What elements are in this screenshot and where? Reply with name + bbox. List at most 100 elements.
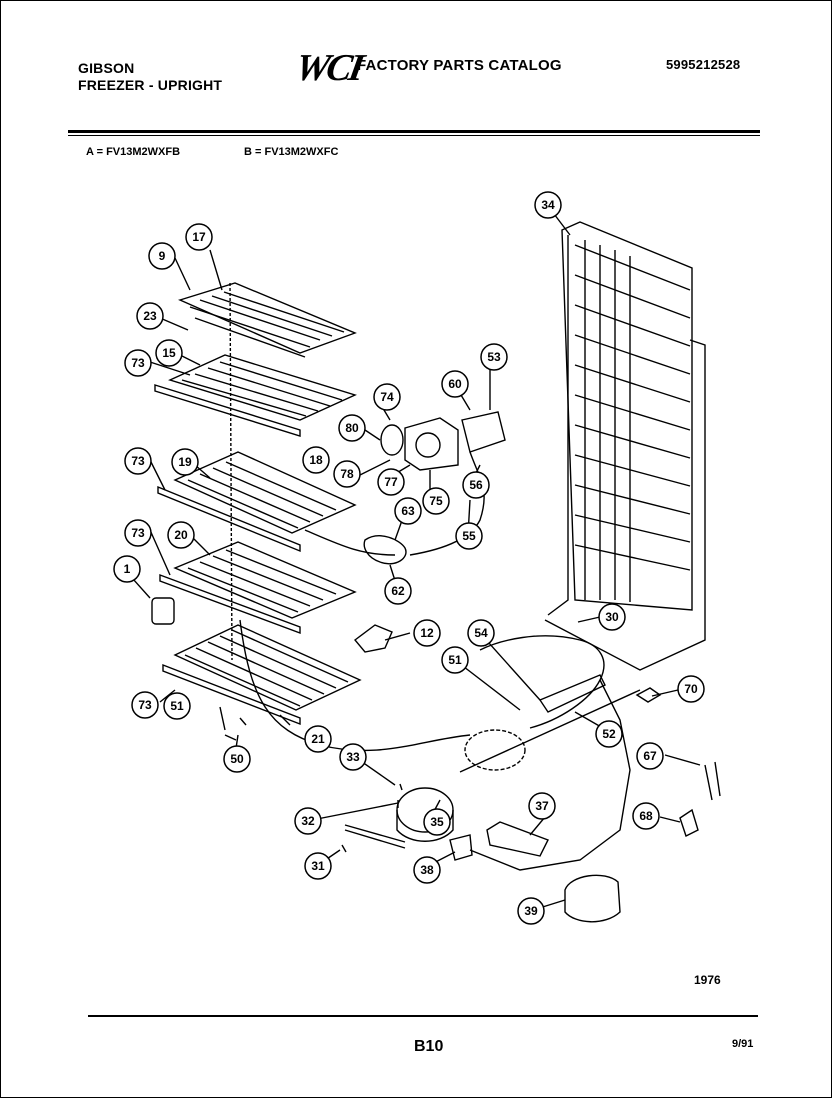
callout-15 (155, 339, 183, 367)
part-70 (635, 687, 662, 703)
product-type-label: FREEZER - UPRIGHT (78, 77, 223, 93)
callout-60 (441, 370, 469, 398)
callout-label-73a: 73 (131, 356, 145, 370)
callout-73c (124, 519, 152, 547)
parts-32-33 (397, 783, 403, 808)
callout-39 (517, 897, 545, 925)
catalog-title: FACTORY PARTS CATALOG (357, 57, 562, 74)
part-38 (449, 834, 473, 861)
callout-17 (185, 223, 213, 251)
callout-label-1: 1 (124, 562, 131, 576)
callout-label-70: 70 (684, 682, 698, 696)
shelf-connector-tube (229, 282, 233, 661)
callout-label-73b: 73 (131, 454, 145, 468)
callout-label-20: 20 (174, 528, 188, 542)
callout-23 (136, 302, 164, 330)
callout-label-32: 32 (301, 814, 315, 828)
callout-63 (394, 497, 422, 525)
part-31 (341, 844, 347, 853)
callout-label-73d: 73 (138, 698, 152, 712)
manufacturer-label: GIBSON (78, 60, 135, 76)
part-1 (151, 597, 175, 625)
catalog-number: 5995212528 (666, 57, 741, 72)
callout-label-38: 38 (420, 863, 434, 877)
callout-label-17: 17 (192, 230, 206, 244)
callout-53 (480, 343, 508, 371)
callout-56 (462, 471, 490, 499)
callout-label-67: 67 (643, 749, 657, 763)
callout-label-73c: 73 (131, 526, 145, 540)
callout-label-9: 9 (159, 249, 166, 263)
callout-73b (124, 447, 152, 475)
callout-label-53: 53 (487, 350, 501, 364)
callout-37 (528, 792, 556, 820)
evaporator-plate-34 (544, 221, 706, 671)
callout-35 (423, 808, 451, 836)
callout-62 (384, 577, 412, 605)
header-rule-thick (68, 130, 760, 133)
callout-label-74: 74 (380, 390, 394, 404)
part-12 (353, 624, 393, 653)
callout-label-56: 56 (469, 478, 483, 492)
callout-label-63: 63 (401, 504, 415, 518)
heater-63 (363, 535, 407, 565)
callout-1 (113, 555, 141, 583)
callout-label-55: 55 (462, 529, 476, 543)
callout-label-31: 31 (311, 859, 325, 873)
power-cord-route (469, 679, 631, 871)
tube-to-63 (304, 529, 396, 556)
callout-label-51b: 51 (448, 653, 462, 667)
callout-70 (677, 675, 705, 703)
part-68 (679, 808, 699, 837)
callout-label-35: 35 (430, 815, 444, 829)
callout-30 (598, 603, 626, 631)
cover-39 (564, 874, 621, 923)
callout-label-23: 23 (143, 309, 157, 323)
callout-label-75: 75 (429, 494, 443, 508)
callout-51b (441, 646, 469, 674)
callout-18 (302, 446, 330, 474)
callout-54 (467, 619, 495, 647)
callout-label-15: 15 (162, 346, 176, 360)
callout-label-50: 50 (230, 752, 244, 766)
callout-73a (124, 349, 152, 377)
callout-67 (636, 742, 664, 770)
shelf-coil-bottom (162, 624, 362, 726)
callout-21 (304, 725, 332, 753)
shelf-coil-19 (157, 451, 357, 553)
callout-19 (171, 448, 199, 476)
callout-51a (163, 692, 191, 720)
callout-label-62: 62 (391, 584, 405, 598)
callout-label-80: 80 (345, 421, 359, 435)
shelf-coil-20 (159, 541, 357, 635)
callout-label-33: 33 (346, 750, 360, 764)
callout-label-54: 54 (474, 626, 488, 640)
callout-80 (338, 414, 366, 442)
revision-date: 9/91 (732, 1038, 754, 1050)
callout-34 (534, 191, 562, 219)
callout-label-78: 78 (340, 467, 354, 481)
model-a-label: A = FV13M2WXFB (86, 146, 181, 158)
drier-loop (479, 635, 605, 729)
callout-label-52: 52 (602, 727, 616, 741)
callout-label-77: 77 (384, 475, 398, 489)
callout-label-51a: 51 (170, 699, 184, 713)
shelf-coil-17 (178, 282, 357, 358)
control-bracket-75 (404, 417, 459, 471)
figure-number: 1976 (694, 973, 721, 987)
callout-55 (455, 522, 483, 550)
thermostat-dial-77 (415, 432, 441, 458)
callout-9 (148, 242, 176, 270)
callout-74 (373, 383, 401, 411)
callout-label-37: 37 (535, 799, 549, 813)
callout-label-60: 60 (448, 377, 462, 391)
line-art (124, 205, 721, 923)
condenser-line (459, 689, 641, 773)
callout-label-68: 68 (639, 809, 653, 823)
callout-78 (333, 460, 361, 488)
callout-31 (304, 852, 332, 880)
drier-52 (538, 674, 606, 713)
footer-rule (88, 1015, 758, 1017)
thermostat-60 (461, 411, 506, 453)
